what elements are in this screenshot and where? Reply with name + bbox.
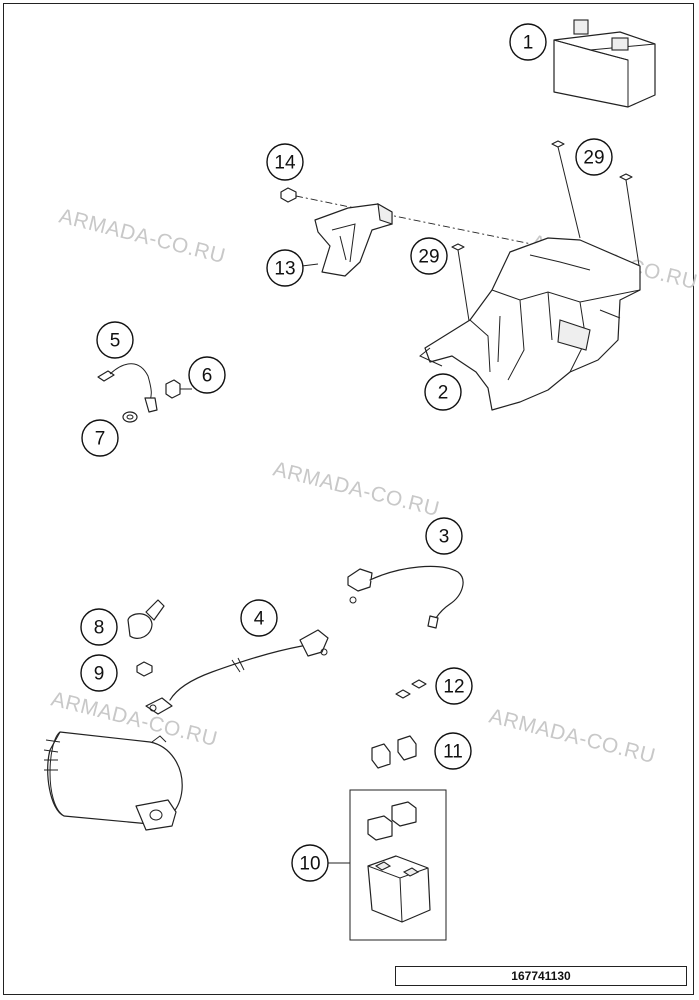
svg-text:13: 13: [274, 259, 295, 280]
callout-10: 10: [291, 844, 329, 882]
svg-text:4: 4: [254, 609, 265, 630]
starter-motor-part: [43, 731, 183, 831]
callout-8: 8: [80, 608, 118, 646]
svg-text:6: 6: [202, 366, 213, 387]
screws-part-12: [395, 679, 427, 699]
watermark-3: ARMADA-CO.RU: [271, 458, 442, 522]
svg-text:1: 1: [523, 33, 534, 54]
callout-12: 12: [435, 667, 473, 705]
diagram-frame: [3, 3, 694, 995]
washer-part-7: [122, 411, 138, 423]
svg-text:11: 11: [443, 742, 463, 763]
callout-11: 11: [434, 732, 472, 770]
svg-text:10: 10: [299, 854, 320, 875]
svg-text:14: 14: [274, 153, 296, 174]
svg-text:12: 12: [443, 677, 464, 698]
svg-text:9: 9: [94, 664, 105, 685]
svg-text:2: 2: [438, 383, 449, 404]
fuses-part-11: [371, 735, 417, 769]
callout-9: 9: [80, 654, 118, 692]
callout-29-left: 29: [410, 237, 448, 275]
callout-4: 4: [240, 599, 278, 637]
ground-cable-part-5: [97, 363, 158, 413]
svg-text:7: 7: [95, 429, 106, 450]
nut-part-9: [136, 661, 153, 677]
battery-holder-part: [419, 237, 641, 411]
starter-cable-part-4: [145, 629, 329, 715]
callout-1: 1: [509, 23, 547, 61]
callout-7: 7: [81, 419, 119, 457]
battery-part: [553, 19, 656, 108]
callout-3: 3: [425, 517, 463, 555]
svg-text:5: 5: [110, 331, 121, 352]
starter-relay-part-10: [328, 789, 447, 941]
callout-14: 14: [266, 143, 304, 181]
terminal-cap-part-8: [127, 599, 165, 639]
bracket-part-13: [314, 202, 393, 277]
watermark-5: ARMADA-CO.RU: [487, 705, 658, 769]
diagram-reference-number: 167741130: [395, 966, 687, 986]
callout-5: 5: [96, 321, 134, 359]
svg-text:3: 3: [439, 527, 450, 548]
svg-text:29: 29: [583, 148, 604, 169]
svg-text:29: 29: [418, 247, 439, 268]
watermark-1: ARMADA-CO.RU: [57, 205, 228, 269]
svg-text:8: 8: [94, 618, 105, 639]
battery-cable-part-3: [347, 565, 464, 629]
leader-13: [301, 263, 319, 267]
callout-13: 13: [266, 249, 304, 287]
callout-2: 2: [424, 373, 462, 411]
callout-6: 6: [188, 356, 226, 394]
bolt-part-6: [165, 379, 192, 399]
callout-29-top: 29: [575, 138, 613, 176]
